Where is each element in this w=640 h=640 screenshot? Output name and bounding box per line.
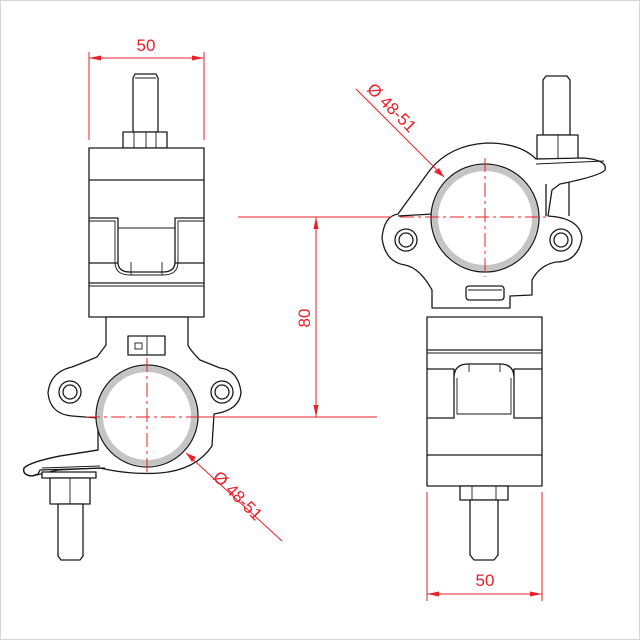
left-tube-centerlines <box>86 358 200 476</box>
left-bottom-bolt <box>41 471 97 561</box>
right-clamp <box>381 142 606 309</box>
left-view <box>23 73 242 561</box>
right-top-bolt <box>536 75 579 160</box>
dim-right-bottom-width: 50 <box>426 492 543 601</box>
left-top-bolt <box>122 73 168 149</box>
dim-label-right-width: 50 <box>476 571 495 590</box>
right-view <box>381 75 606 561</box>
left-clamp <box>23 316 242 477</box>
right-block <box>426 316 543 487</box>
dim-label-left-diameter: Ø 48-51 <box>209 467 266 524</box>
right-tube-centerlines <box>400 158 546 277</box>
left-block <box>88 147 205 318</box>
dim-label-left-width: 50 <box>137 36 156 55</box>
dim-center-distance: 80 <box>198 216 392 418</box>
dim-right-tube-diameter: Ø 48-51 <box>355 79 445 178</box>
dim-left-tube-diameter: Ø 48-51 <box>185 452 283 542</box>
dim-label-right-diameter: Ø 48-51 <box>363 79 420 136</box>
dim-left-top-width: 50 <box>88 36 205 140</box>
dim-label-center-distance: 80 <box>295 309 314 328</box>
right-bottom-bolt <box>459 485 509 561</box>
